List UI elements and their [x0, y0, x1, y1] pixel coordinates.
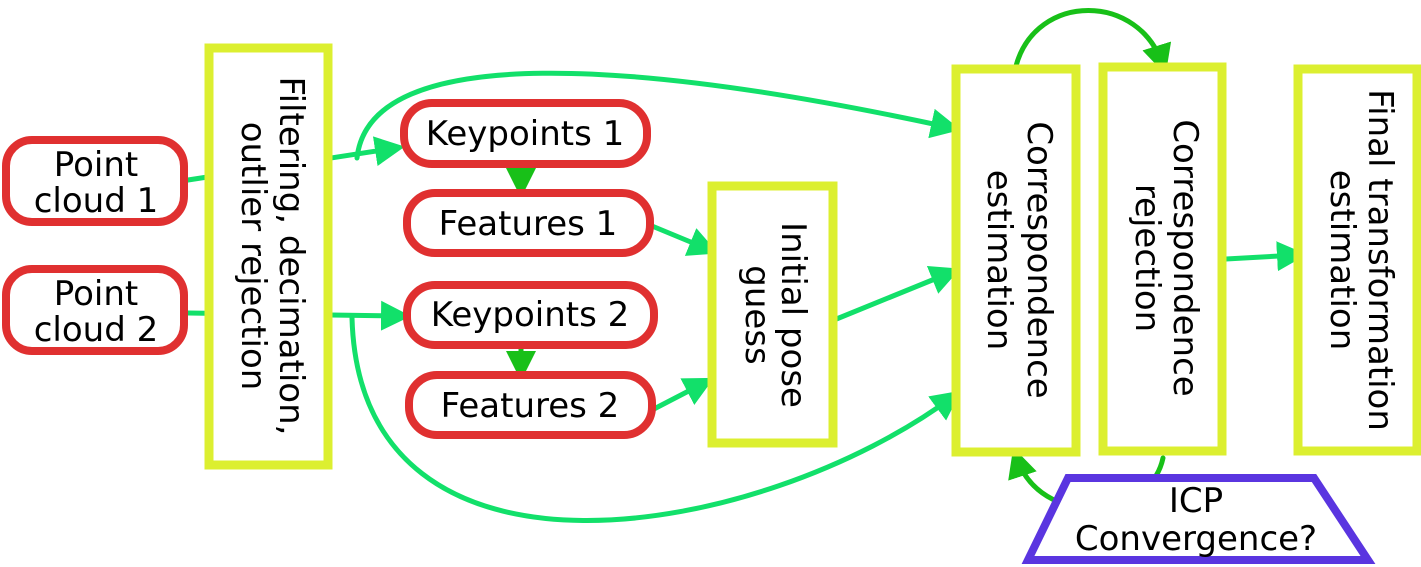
- node-initial-pose: Initial pose guess: [707, 181, 838, 448]
- initial-pose-label-line1: Initial pose: [773, 222, 813, 408]
- node-final-transformation: Final transformation estimation: [1293, 64, 1421, 456]
- edge-features2-to-initialpose: [649, 377, 714, 413]
- edge-rejection-to-final: [1223, 241, 1307, 272]
- node-icp-convergence: ICP Convergence?: [1021, 474, 1376, 564]
- correspondence-rejection-label-line1: Correspondence: [1165, 119, 1205, 396]
- point-cloud-2-label-line2: cloud 2: [34, 310, 159, 350]
- features-2-label: Features 2: [441, 386, 620, 426]
- final-transformation-label-line2: estimation: [1322, 170, 1362, 351]
- edge-filter-to-correspondence-bottom: [349, 315, 962, 523]
- edge-filter-to-correspondence-top: [354, 70, 961, 161]
- icp-convergence-label-line2: Convergence?: [1075, 519, 1317, 559]
- point-cloud-1-label-line1: Point: [54, 145, 138, 185]
- point-cloud-1-label-line2: cloud 1: [34, 181, 159, 221]
- keypoints-2-label: Keypoints 2: [431, 295, 630, 335]
- edge-features1-to-initialpose: [649, 223, 719, 256]
- node-features-1: Features 1: [403, 189, 654, 257]
- edge-estimation-to-rejection-loop: [1013, 8, 1172, 75]
- initial-pose-label-line2: guess: [737, 265, 777, 364]
- correspondence-estimation-label-line2: estimation: [979, 170, 1019, 351]
- features-1-label: Features 1: [439, 204, 618, 244]
- node-keypoints-1: Keypoints 1: [400, 99, 651, 168]
- final-transformation-label-line1: Final transformation: [1360, 89, 1400, 431]
- correspondence-rejection-label-line2: rejection: [1127, 184, 1167, 332]
- icp-convergence-label-line1: ICP: [1169, 481, 1223, 521]
- keypoints-1-label: Keypoints 1: [426, 114, 625, 154]
- node-point-cloud-2: Point cloud 2: [2, 265, 188, 355]
- correspondence-estimation-label-line1: Correspondence: [1019, 121, 1059, 398]
- filtering-label-line1: Filtering, decimation,: [271, 77, 311, 436]
- point-cloud-2-label-line1: Point: [54, 274, 138, 314]
- edge-initialpose-to-correspondence: [831, 266, 961, 323]
- node-filtering: Filtering, decimation, outlier rejection: [204, 43, 333, 470]
- node-correspondence-rejection: Correspondence rejection: [1098, 62, 1227, 456]
- node-correspondence-estimation: Correspondence estimation: [951, 64, 1081, 457]
- node-point-cloud-1: Point cloud 1: [2, 136, 188, 226]
- filtering-label-line2: outlier rejection: [233, 122, 273, 391]
- node-features-2: Features 2: [405, 371, 656, 439]
- node-keypoints-2: Keypoints 2: [403, 281, 658, 349]
